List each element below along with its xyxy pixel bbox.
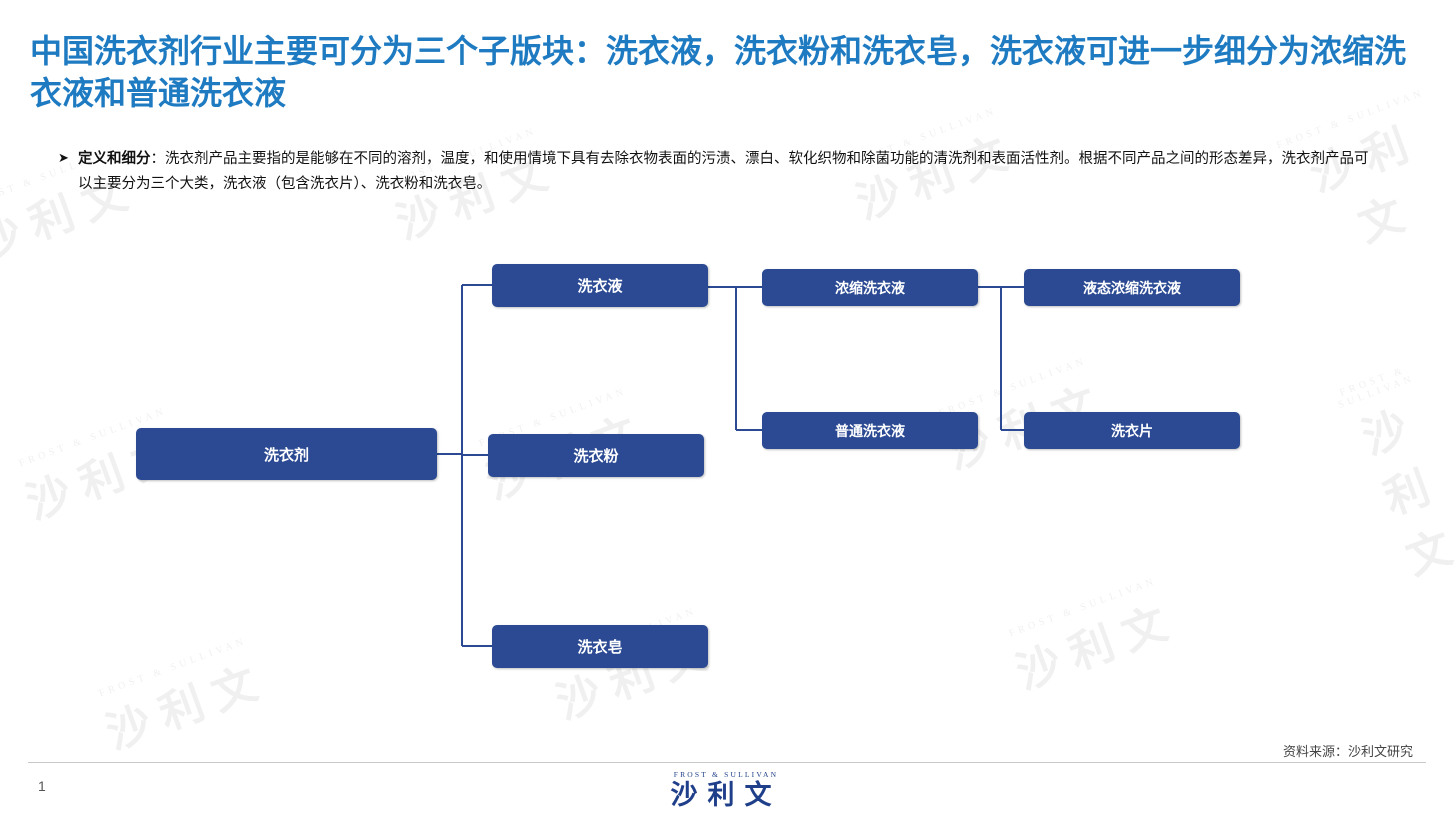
- logo-english: FROST & SULLIVAN: [673, 770, 779, 779]
- node-liquid-concentrated: 液态浓缩洗衣液: [1024, 269, 1240, 306]
- node-laundry-soap: 洗衣皂: [492, 625, 708, 668]
- definition-bullet: ➤ 定义和细分：洗衣剂产品主要指的是能够在不同的溶剂，温度，和使用情境下具有去除…: [58, 146, 1378, 197]
- node-laundry-powder: 洗衣粉: [488, 434, 704, 477]
- node-laundry-liquid: 洗衣液: [492, 264, 708, 307]
- bullet-term: 定义和细分: [78, 150, 151, 167]
- node-detergent: 洗衣剂: [136, 428, 437, 480]
- logo-chinese: 沙利文: [670, 780, 782, 811]
- slide-title: 中国洗衣剂行业主要可分为三个子版块：洗衣液，洗衣粉和洗衣皂，洗衣液可进一步细分为…: [30, 32, 1407, 112]
- node-laundry-pods: 洗衣片: [1024, 412, 1240, 449]
- source-note: 资料来源：沙利文研究: [1282, 745, 1413, 760]
- footer-divider: [28, 762, 1426, 763]
- bullet-body: 定义和细分：洗衣剂产品主要指的是能够在不同的溶剂，温度，和使用情境下具有去除衣物…: [58, 146, 1378, 197]
- node-concentrated-liquid: 浓缩洗衣液: [762, 269, 978, 306]
- company-logo: FROST & SULLIVAN 沙利文: [651, 770, 801, 813]
- bullet-arrow-icon: ➤: [58, 151, 69, 166]
- page-number: 1: [38, 778, 46, 794]
- node-regular-liquid: 普通洗衣液: [762, 412, 978, 449]
- bullet-text: ：洗衣剂产品主要指的是能够在不同的溶剂，温度，和使用情境下具有去除衣物表面的污渍…: [78, 151, 1369, 192]
